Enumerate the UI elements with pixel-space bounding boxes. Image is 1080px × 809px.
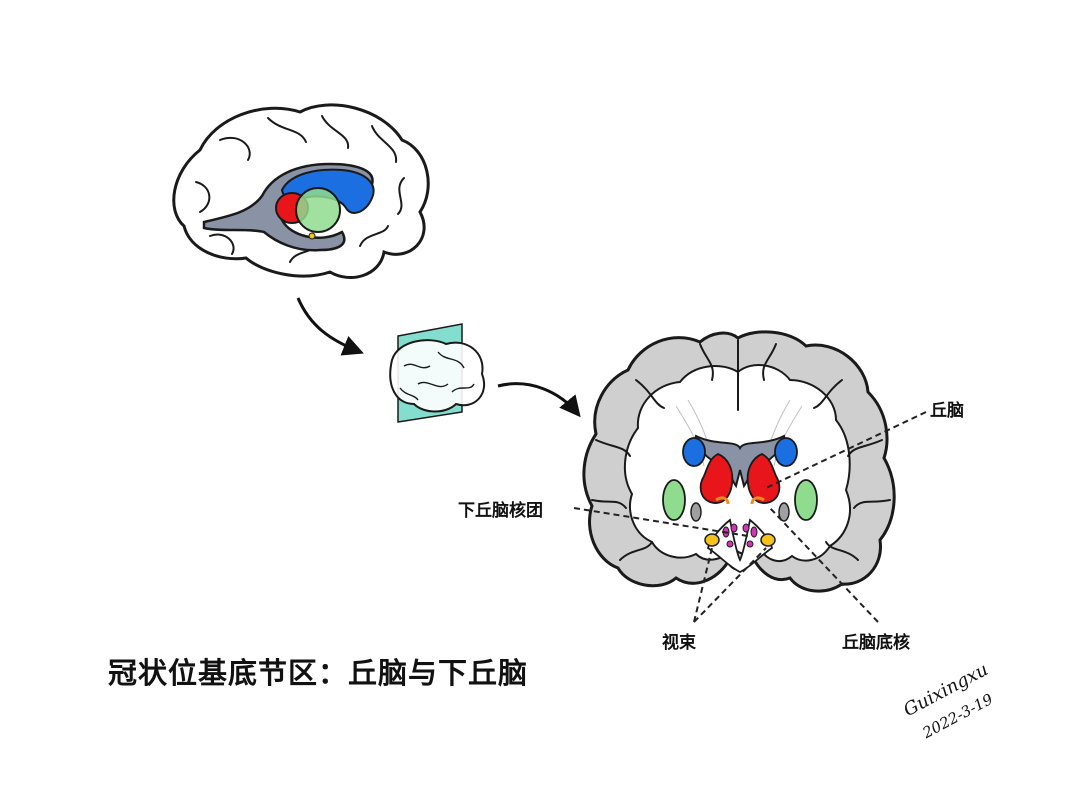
lentiform-right — [794, 479, 818, 521]
small-brain — [389, 339, 485, 413]
label-subthalamic-nucleus: 丘脑底核 — [842, 633, 910, 653]
subthalamic-right — [750, 496, 765, 505]
leader-lines — [573, 411, 927, 623]
gray-nucleus-right — [778, 502, 790, 522]
leader-optic-tract-2 — [693, 547, 767, 623]
leader-optic-tract-1 — [693, 547, 713, 623]
curved-arrow-icon — [296, 297, 364, 356]
sagittal-lentiform — [295, 187, 341, 233]
slice-plane-illustration — [389, 323, 485, 423]
curved-arrow-icon — [497, 382, 581, 418]
coronal-brain-section — [582, 330, 896, 593]
gray-nucleus-left — [690, 502, 702, 522]
lentiform-left — [662, 479, 686, 521]
optic-tract-left — [704, 533, 720, 547]
label-optic-tract: 视束 — [662, 633, 696, 653]
label-hypothalamic-nuclei: 下丘脑核团 — [458, 501, 543, 521]
hypothalamic-nuclei — [722, 523, 758, 548]
subthalamic-left — [715, 496, 730, 505]
caudate-right — [774, 437, 798, 467]
thalamus-left — [699, 453, 734, 504]
optic-tract-right — [760, 533, 776, 547]
thalamus-right — [746, 453, 781, 504]
sagittal-brain — [172, 103, 430, 279]
caudate-left — [682, 437, 706, 467]
leader-subthalamic — [769, 507, 879, 623]
page-title: 冠状位基底节区：丘脑与下丘脑 — [108, 656, 529, 690]
sagittal-small-nucleus — [308, 232, 316, 240]
label-thalamus: 丘脑 — [930, 401, 964, 421]
